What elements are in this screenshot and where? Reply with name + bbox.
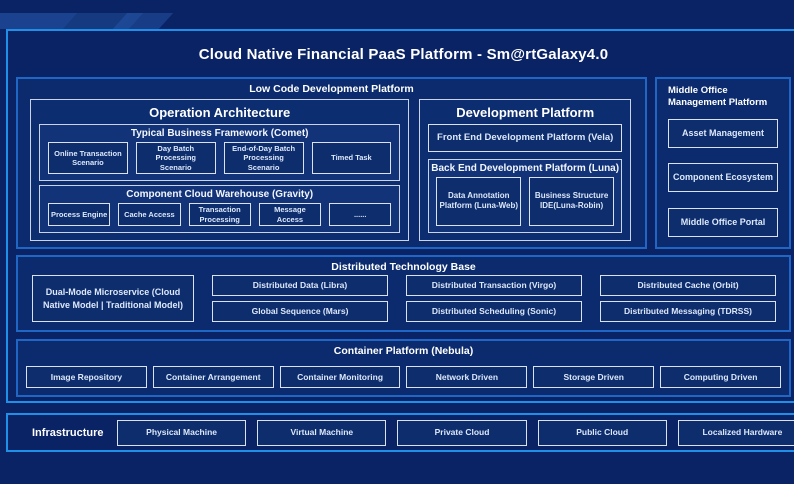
distributed-technology-base-section: Distributed Technology Base Dual-Mode Mi… xyxy=(16,255,791,332)
container-platform-title: Container Platform (Nebula) xyxy=(333,345,474,357)
middle-office-title: Middle Office Management Platform xyxy=(668,85,768,109)
diagram-box-distributed-scheduling: Distributed Scheduling (Sonic) xyxy=(406,301,582,322)
diagram-box-localized-hardware: Localized Hardware xyxy=(677,419,794,446)
diagram-box-component-ecosystem: Component Ecosystem xyxy=(668,163,778,193)
operation-architecture-body: Typical Business Framework (Comet) Onlin… xyxy=(31,124,408,240)
diagram-box-ellipsis: ...... xyxy=(329,203,392,226)
diagram-box-asset-management: Asset Management xyxy=(668,118,778,148)
component-cloud-warehouse-panel: Component Cloud Warehouse (Gravity) Proc… xyxy=(39,185,401,233)
distributed-column: Distributed Transaction (Virgo) Distribu… xyxy=(406,275,582,322)
diagram-box-private-cloud: Private Cloud xyxy=(397,419,527,446)
container-platform-body: Image Repository Container Arrangement C… xyxy=(18,357,789,395)
diagram-box-distributed-transaction: Distributed Transaction (Virgo) xyxy=(406,275,582,296)
typical-business-framework-panel: Typical Business Framework (Comet) Onlin… xyxy=(39,124,401,182)
diagram-box-virtual-machine: Virtual Machine xyxy=(257,419,387,446)
diagram-box-distributed-cache: Distributed Cache (Orbit) xyxy=(600,275,776,296)
typical-business-boxes: Online Transaction Scenario Day Batch Pr… xyxy=(40,141,399,180)
diagram-box-computing-driven: Computing Driven xyxy=(660,366,781,388)
development-platform-body: Front End Development Platform (Vela) Ba… xyxy=(420,124,630,240)
diagram-box-online-transaction-scenario: Online Transaction Scenario xyxy=(48,142,128,175)
diagram-box-dual-mode-microservice: Dual-Mode Microservice (Cloud Native Mod… xyxy=(32,275,194,322)
top-row: Low Code Development Platform Operation … xyxy=(16,77,791,249)
distributed-title: Distributed Technology Base xyxy=(331,261,476,273)
diagram-box-business-structure-ide: Business Structure IDE(Luna-Robin) xyxy=(529,177,615,226)
infrastructure-bar: Infrastructure Physical Machine Virtual … xyxy=(6,413,794,452)
diagram-box-container-arrangement: Container Arrangement xyxy=(152,366,274,388)
back-end-development-platform-panel: Back End Development Platform (Luna) Dat… xyxy=(428,159,622,233)
page-title: Cloud Native Financial PaaS Platform - S… xyxy=(198,45,609,63)
operation-architecture-panel: Operation Architecture Typical Business … xyxy=(30,99,410,241)
diagram-box-distributed-messaging: Distributed Messaging (TDRSS) xyxy=(600,301,776,322)
diagram-box-timed-task: Timed Task xyxy=(311,142,392,175)
diagram-box-front-end-development-platform: Front End Development Platform (Vela) xyxy=(428,124,622,152)
diagram-box-distributed-data: Distributed Data (Libra) xyxy=(212,275,388,296)
diagram-box-day-batch-processing-scenario: Day Batch Processing Scenario xyxy=(135,142,216,175)
typical-business-framework-title: Typical Business Framework (Comet) xyxy=(130,128,309,139)
distributed-column: Distributed Data (Libra) Global Sequence… xyxy=(212,275,388,322)
development-platform-panel: Development Platform Front End Developme… xyxy=(419,99,631,241)
container-platform-section: Container Platform (Nebula) Image Reposi… xyxy=(16,339,791,397)
back-end-development-platform-title: Back End Development Platform (Luna) xyxy=(431,163,620,174)
diagram-box-transaction-processing: Transaction Processing xyxy=(188,203,251,226)
diagram-box-global-sequence: Global Sequence (Mars) xyxy=(212,301,388,322)
low-code-development-platform-section: Low Code Development Platform Operation … xyxy=(16,77,647,249)
component-cloud-warehouse-title: Component Cloud Warehouse (Gravity) xyxy=(126,189,314,201)
component-cloud-boxes: Process Engine Cache Access Transaction … xyxy=(40,202,399,232)
diagram-box-container-monitoring: Container Monitoring xyxy=(279,366,401,388)
diagram-box-message-access: Message Access xyxy=(258,203,322,226)
development-platform-title: Development Platform xyxy=(456,105,595,120)
diagram-box-image-repository: Image Repository xyxy=(26,366,147,388)
diagram-box-storage-driven: Storage Driven xyxy=(533,366,655,388)
middle-office-items: Asset Management Component Ecosystem Mid… xyxy=(668,118,778,237)
diagram-box-process-engine: Process Engine xyxy=(48,203,111,226)
diagram-box-cache-access: Cache Access xyxy=(118,203,181,226)
distributed-column: Distributed Cache (Orbit) Distributed Me… xyxy=(600,275,776,322)
middle-office-management-platform-section: Middle Office Management Platform Asset … xyxy=(655,77,791,249)
diagram-box-data-annotation-platform: Data Annotation Platform (Luna-Web) xyxy=(436,177,522,226)
diagram-box-middle-office-portal: Middle Office Portal xyxy=(668,208,778,237)
back-end-boxes: Data Annotation Platform (Luna-Web) Busi… xyxy=(429,176,621,232)
diagram-box-public-cloud: Public Cloud xyxy=(537,419,667,446)
diagram-box-network-driven: Network Driven xyxy=(406,366,528,388)
diagram-box-end-of-day-batch-processing-scenario: End-of-Day Batch Processing Scenario xyxy=(223,142,304,175)
infrastructure-label: Infrastructure xyxy=(32,426,104,439)
operation-architecture-title: Operation Architecture xyxy=(149,105,291,120)
low-code-body: Operation Architecture Typical Business … xyxy=(18,95,645,251)
low-code-section-title: Low Code Development Platform xyxy=(249,83,414,95)
platform-frame: Cloud Native Financial PaaS Platform - S… xyxy=(6,29,794,403)
diagram-box-physical-machine: Physical Machine xyxy=(117,419,247,446)
distributed-body: Dual-Mode Microservice (Cloud Native Mod… xyxy=(18,273,789,330)
